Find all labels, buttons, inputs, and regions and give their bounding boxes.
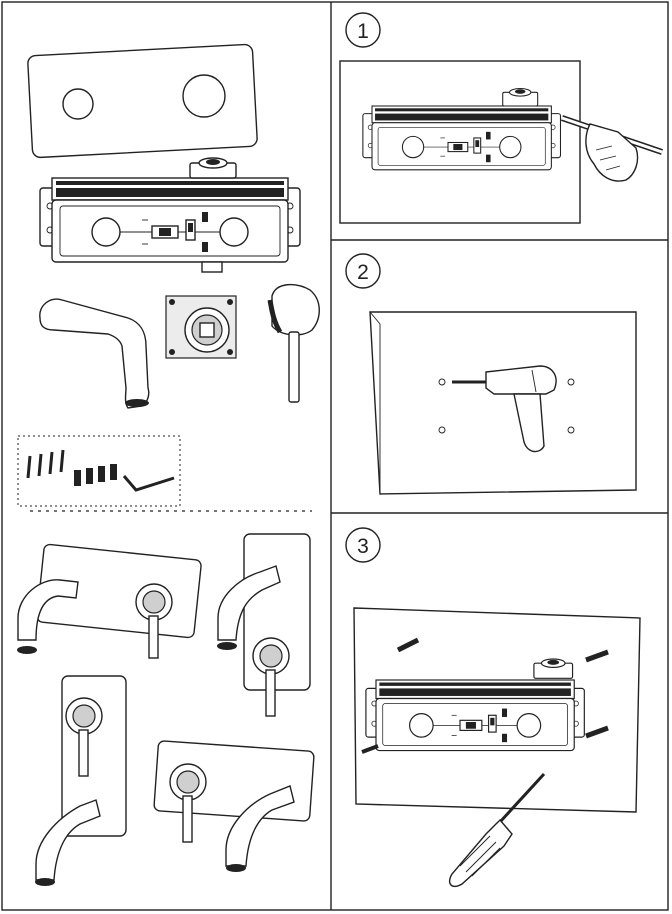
- config-horizontal-top: [17, 543, 202, 659]
- drill-icon: [452, 365, 557, 453]
- cartridge-flange-part: [165, 295, 237, 359]
- cover-plate-part: [27, 43, 258, 159]
- step-1-badge: 1: [345, 12, 381, 48]
- step-3-illustration: [353, 607, 641, 888]
- config-vertical-top: [217, 533, 311, 717]
- fixings-bag: [17, 435, 181, 507]
- config-horizontal-bottom: [153, 740, 315, 872]
- step-3-number: 3: [357, 535, 369, 558]
- step-2-badge: 2: [345, 253, 381, 289]
- wall-plugs-icon: [361, 637, 609, 754]
- screws-icon: [26, 449, 65, 479]
- step-3-badge: 3: [345, 527, 381, 563]
- step-1-illustration: [339, 60, 663, 224]
- step-2-number: 2: [357, 261, 369, 284]
- config-vertical-bottom: [35, 675, 127, 886]
- screwdriver-icon: [448, 772, 546, 888]
- step-1-number: 1: [357, 20, 369, 43]
- step-2-illustration: [369, 311, 637, 495]
- spout-part: [39, 298, 150, 409]
- wall-plugs-icon: [74, 464, 117, 486]
- handle-part: [267, 283, 320, 403]
- hex-key-icon: [122, 475, 175, 492]
- pencil-hand-icon: [561, 115, 663, 182]
- concealed-valve-box-part: [39, 157, 301, 273]
